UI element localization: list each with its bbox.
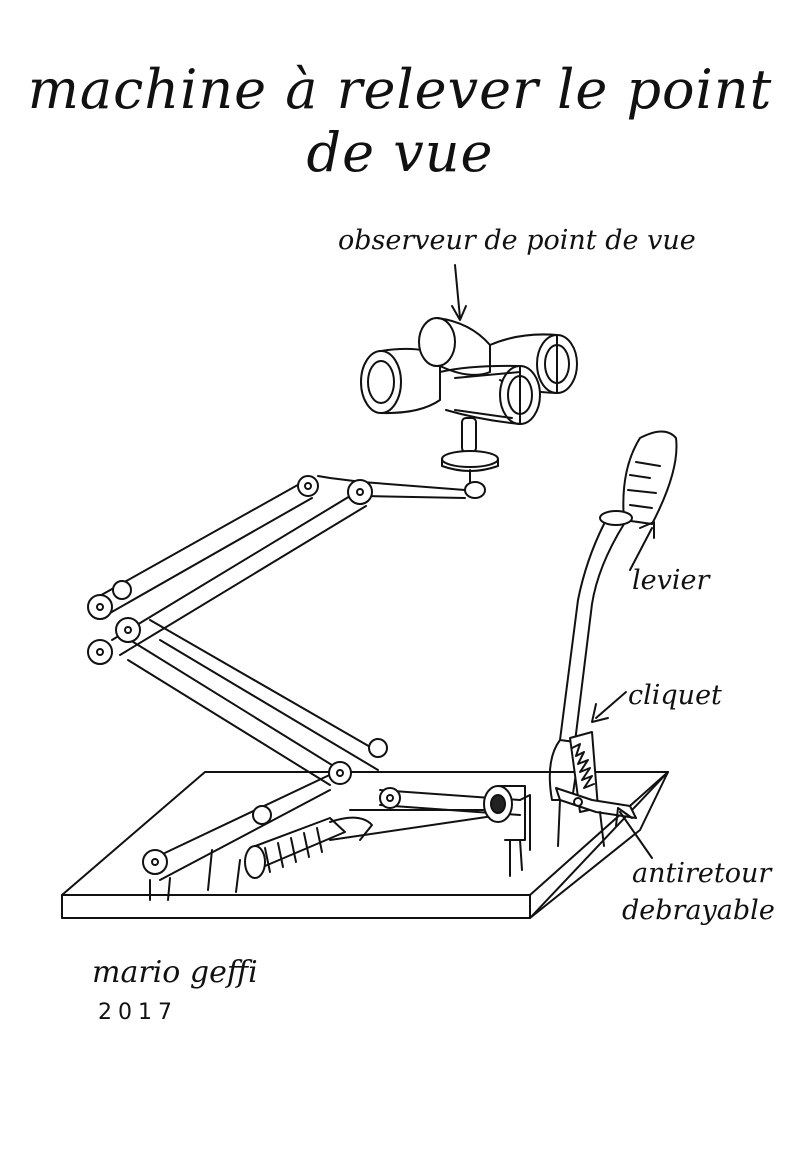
ratchet-label: cliquet xyxy=(628,680,722,711)
base-board xyxy=(62,772,668,918)
lever-handle-icon xyxy=(550,432,677,801)
roller xyxy=(484,786,530,850)
observer-label: observeur de point de vue xyxy=(338,225,696,256)
pantograph-arms xyxy=(88,476,520,880)
signature-year: 2017 xyxy=(98,1000,178,1025)
support-feet xyxy=(150,800,604,900)
binoculars-icon xyxy=(361,318,577,498)
antireturn-label-line1: antiretour xyxy=(632,858,772,889)
spring-cylinder xyxy=(245,818,372,878)
antireturn-label-line2: debrayable xyxy=(622,895,775,926)
arrow-icon xyxy=(452,265,654,858)
lever-label: levier xyxy=(632,565,710,596)
drawing-title: machine à relever le point de vue xyxy=(27,58,773,184)
artist-signature: mario geffi xyxy=(92,955,258,990)
